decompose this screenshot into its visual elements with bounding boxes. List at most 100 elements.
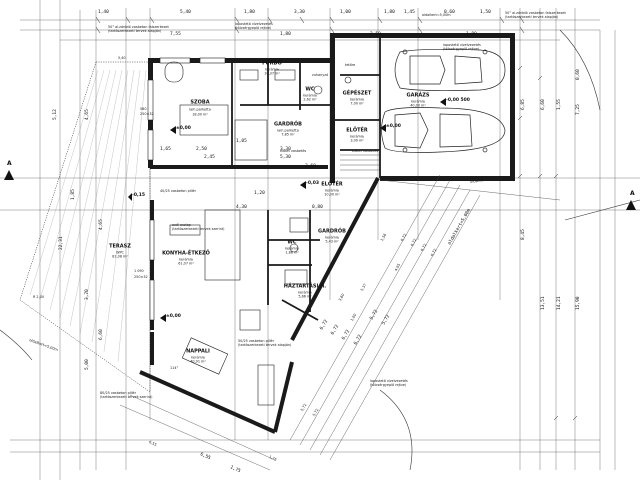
dim-inner-3: 1,65	[160, 147, 171, 152]
room-gepeszet-area: 7,00 m²	[350, 101, 364, 106]
level-entry: -0,03	[306, 181, 319, 186]
dim-inner-2: 3,30	[280, 147, 291, 152]
note-top-left-sub: (tartószerkezeti tervek alapján)	[108, 29, 162, 33]
dim-inner-4: 5,30	[280, 155, 291, 160]
room-gardrob2-area: 5,43 m²	[325, 239, 339, 244]
dim-right-3: 13,51	[541, 296, 546, 310]
room-furdo-area: 10,37 m²	[264, 71, 280, 76]
dim-top-8: 1,50	[480, 10, 491, 15]
dim-top-2: 1,80	[244, 10, 255, 15]
section-markers	[4, 170, 636, 210]
dim-inner-0: 2,50	[196, 147, 207, 152]
note-top-right-sub: (tartószerkezeti tervek alapján)	[505, 15, 559, 19]
terrace-outline	[19, 61, 151, 393]
room-terasz-name: TERASZ	[109, 243, 131, 250]
dim-left-7: 5,00	[85, 359, 90, 370]
room-eloter2-name: ELŐTÉR	[321, 181, 343, 188]
room-eloter1-name: ELŐTÉR	[346, 127, 368, 134]
room-konyha-name: KONYHA-ÉTKEZŐ	[162, 250, 210, 257]
dim-top-1: 5,40	[180, 10, 191, 15]
room-wc2-name: WC	[287, 239, 297, 246]
note-acel-sub: (tartószerkezeti tervek szerint)	[172, 227, 225, 231]
note-bottom1: 50/25 vasbeton pillér	[238, 339, 275, 343]
svg-text:1,75: 1,75	[229, 464, 242, 474]
room-wc1-floor: kerámia	[303, 93, 317, 98]
property-boundary	[0, 29, 640, 471]
right-ticks	[517, 65, 578, 421]
dim-left-6: 6,60	[99, 329, 104, 340]
room-eloter2-area: 10,00 m²	[324, 192, 340, 197]
dim-left-2: 4,65	[99, 219, 104, 230]
dim-top2-0: 7,55	[170, 32, 181, 37]
partitions	[231, 38, 381, 321]
note-oldalkert-top: oldalkert=5,00m	[422, 13, 451, 17]
svg-text:6,72: 6,72	[341, 328, 352, 341]
note-opening3: 5,40	[118, 56, 126, 60]
note-bottom1-sub: (tartószerkezeti tervek alapján)	[238, 343, 292, 347]
dim-left-1: 4,65	[85, 109, 90, 120]
note-bottom3-sub: (tartószerkezeti tervek szerint)	[100, 395, 153, 399]
room-szoba-area: 18,00 m²	[192, 112, 208, 117]
level-markers	[128, 98, 446, 322]
note-bottom3: 80/25 vasbeton pillér	[100, 391, 137, 395]
dim-inner-9: 0,80	[312, 205, 323, 210]
windows	[147, 57, 226, 321]
note-opening1: 1 090	[134, 269, 144, 273]
dim-top2-1: 1,80	[280, 32, 291, 37]
room-terasz-area: 81,08 m²	[112, 254, 128, 259]
room-nappali-name: NAPPALI	[186, 348, 210, 355]
dim-right-1: 6,60	[541, 99, 546, 110]
stairs	[340, 154, 380, 171]
room-haztartasi-name: HÁZTARTÁSI H.	[283, 283, 327, 290]
room-gardrob2-name: GARDRÓB	[318, 228, 346, 235]
level-terrace: -0,15	[132, 193, 145, 198]
note-angle: 114°	[170, 366, 179, 370]
room-gardrob1-name: GARDRÓB	[274, 121, 302, 128]
note-eloter: előtet vasbetés	[352, 149, 379, 153]
dim-top-0: 1,40	[98, 10, 109, 15]
diagonal-dims	[119, 174, 561, 471]
section-label-right: A	[630, 190, 635, 197]
room-gardrob1-area: 7,85 m²	[281, 132, 295, 137]
room-garazs-name: GARÁZS	[406, 92, 430, 99]
room-terasz-floor: WPC	[116, 250, 124, 255]
dim-right-2: 8,45	[521, 229, 526, 240]
dim-top-3: 3,30	[294, 10, 305, 15]
note-radius: R 2,00	[33, 295, 44, 299]
dim-inner-1: 2,45	[204, 155, 215, 160]
cars	[381, 48, 506, 153]
room-szoba-floor: lam.parketta	[189, 107, 211, 112]
dim-top-5: 1,80	[384, 10, 395, 15]
dim-right-5: 15,90	[576, 296, 581, 310]
svg-text:6,72: 6,72	[330, 323, 341, 336]
dim-left-4: 22,31	[59, 236, 64, 250]
svg-text:5,72: 5,72	[369, 308, 380, 321]
note-right-sub: (tölcsérgyeplő rejtve)	[443, 47, 480, 51]
dim-inner-5: 1,05	[236, 139, 247, 144]
room-gardrob1-floor: lam.parketta	[277, 128, 299, 133]
room-haztartasi-area: 5,66 m²	[298, 294, 312, 299]
room-gepeszet-floor: kerámia	[350, 97, 364, 102]
note-bottom2: lapostető vízelvezetés	[370, 379, 408, 383]
dim-right-6: 1,55	[557, 99, 562, 110]
note-opening2: 580	[140, 107, 147, 111]
note-top-right: 50° al.záródó vasbeton falszerkezet	[505, 11, 566, 15]
room-wc1-area: 2,62 m²	[303, 97, 317, 102]
room-wc2-area: 1,88 m²	[285, 250, 299, 255]
terrace-hatch	[29, 69, 147, 363]
room-garazs-floor: kerámia	[411, 99, 425, 104]
level-garage: -0,00 500	[446, 98, 470, 103]
dim-top-7: 0,60	[444, 10, 455, 15]
room-wc2-floor: kerámia	[285, 246, 299, 251]
note-right: lapostető vízelvezetés	[443, 43, 481, 47]
note-pillar: 40/25 vasbeton pillér	[160, 189, 197, 193]
room-furdo-floor: kerámia	[265, 67, 279, 72]
note-top-left: 50° al.záródó vasbeton falszerkezet	[108, 25, 169, 29]
note-opening2b: 250×32	[140, 112, 154, 116]
svg-text:6,72: 6,72	[353, 333, 364, 346]
dim-left-3: 3,70	[85, 289, 90, 300]
section-label-left: A	[7, 160, 12, 167]
room-nappali-area: 40,91 m²	[190, 359, 206, 364]
note-bottom2-sub: (tölcsérgyeplő rejtve)	[370, 383, 407, 387]
